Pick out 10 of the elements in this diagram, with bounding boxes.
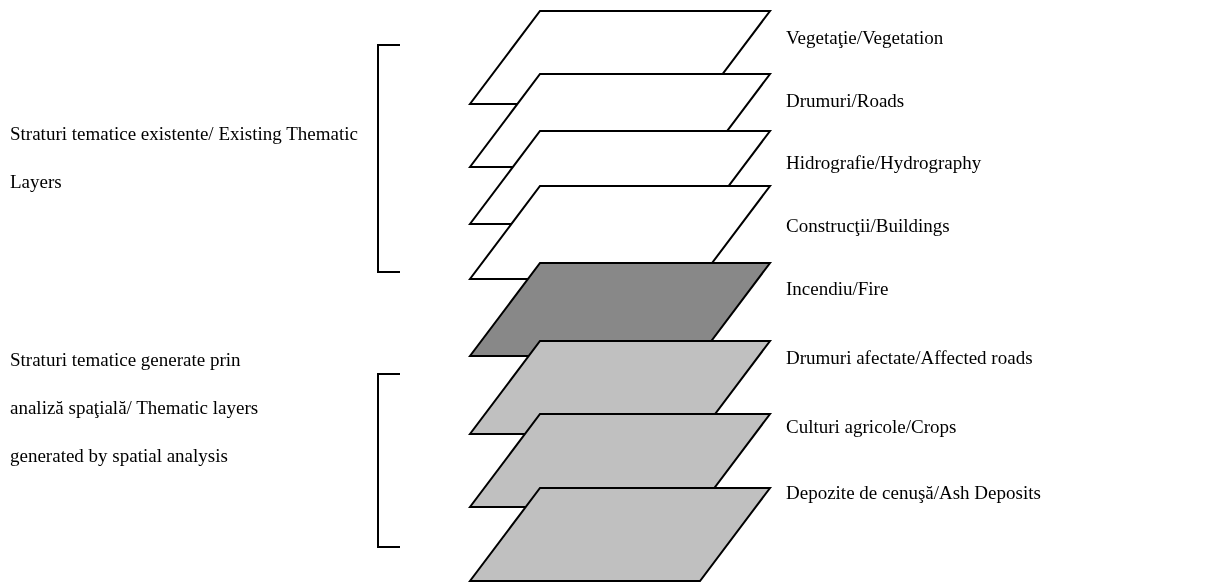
group-label: Straturi tematice existente/ Existing Thematic Layers	[10, 122, 359, 194]
group-label: Straturi tematice generate prin analiză spaţială/ Thematic layers generated by spatial analysis	[10, 348, 260, 468]
layer-label: Incendiu/Fire	[786, 278, 889, 300]
layer-label: Drumuri/Roads	[786, 90, 905, 112]
layer-label: Drumuri afectate/Affected roads	[786, 347, 1033, 369]
layer-label: Hidrografie/Hydrography	[786, 152, 982, 174]
layer-label: Construcţii/Buildings	[786, 215, 950, 237]
layer-label: Depozite de cenuşă/Ash Deposits	[786, 482, 1041, 504]
layer-label: Vegetaţie/Vegetation	[786, 27, 944, 49]
layer-label: Culturi agricole/Crops	[786, 416, 957, 438]
